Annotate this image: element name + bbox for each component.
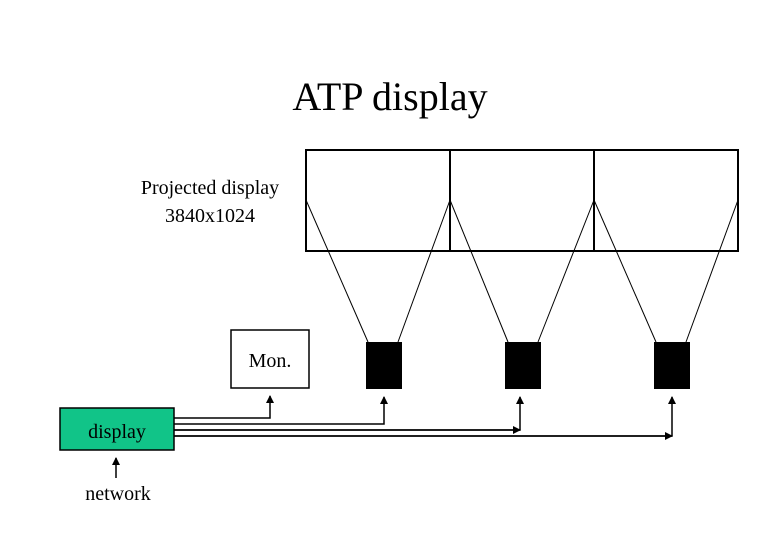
projector-left xyxy=(366,342,402,389)
screen-panel-left xyxy=(305,149,451,252)
projector-middle xyxy=(505,342,541,389)
projected-screen xyxy=(305,149,739,252)
network-label: network xyxy=(85,483,151,505)
screen-panel-right xyxy=(593,149,739,252)
signal-connections xyxy=(174,395,676,440)
display-label: display xyxy=(88,421,146,443)
projected-display-label: Projected display xyxy=(141,177,279,199)
projection-beams xyxy=(305,199,739,343)
connection-to-projector-middle xyxy=(174,396,524,431)
projector-right xyxy=(654,342,690,389)
monitor-box xyxy=(230,329,310,389)
screen-panel-middle xyxy=(449,149,595,252)
projected-display-resolution: 3840x1024 xyxy=(165,205,255,227)
connection-to-projector-left xyxy=(174,396,388,425)
display-box xyxy=(59,407,175,451)
page-title: ATP display xyxy=(292,74,487,119)
connection-to-monitor xyxy=(174,395,274,419)
monitor-label: Mon. xyxy=(249,350,292,372)
